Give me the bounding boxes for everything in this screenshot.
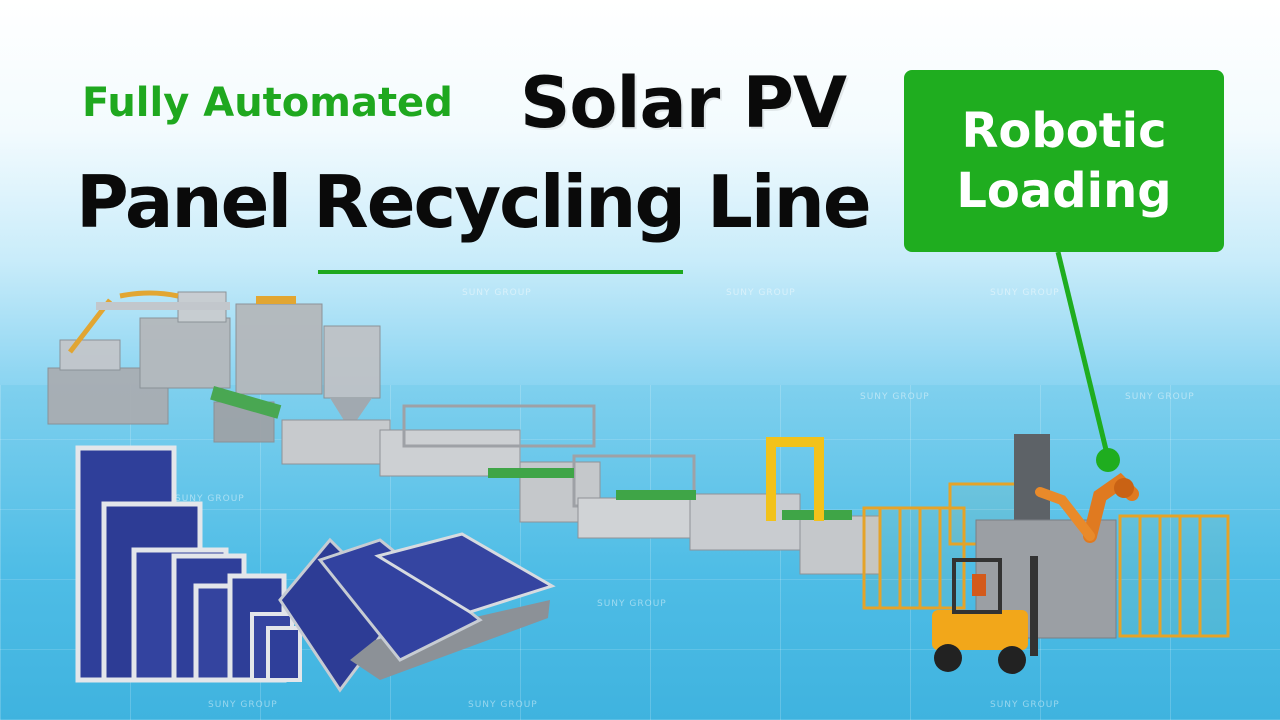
callout-pointer: [1055, 251, 1111, 459]
watermark: SUNY GROUP: [468, 700, 538, 710]
forklift: [932, 556, 1038, 674]
robotic-loading-callout: Robotic Loading: [904, 70, 1224, 252]
solar-panels-standing: [75, 445, 302, 683]
watermark: SUNY GROUP: [208, 700, 278, 710]
watermark: SUNY GROUP: [990, 288, 1060, 298]
title-line-2: Panel Recycling Line: [76, 160, 872, 244]
watermark: SUNY GROUP: [462, 288, 532, 298]
watermark: SUNY GROUP: [1125, 392, 1195, 402]
solar-panels-stacked: [278, 532, 556, 693]
callout-line-2: Loading: [956, 163, 1172, 219]
watermark: SUNY GROUP: [597, 599, 667, 609]
callout-line-1: Robotic: [961, 103, 1167, 159]
watermark: SUNY GROUP: [175, 494, 245, 504]
title-line-1: Solar PV: [520, 62, 847, 144]
processing-stations: [281, 404, 881, 575]
yellow-gate: [766, 437, 824, 521]
watermark: SUNY GROUP: [726, 288, 796, 298]
subtitle-fully-automated: Fully Automated: [82, 80, 453, 126]
safety-fence: [862, 482, 1230, 638]
watermark: SUNY GROUP: [860, 392, 930, 402]
watermark: SUNY GROUP: [990, 700, 1060, 710]
title-underline: [318, 270, 683, 274]
callout-pointer-dot: [1096, 448, 1120, 472]
crushing-machines: [47, 290, 381, 443]
